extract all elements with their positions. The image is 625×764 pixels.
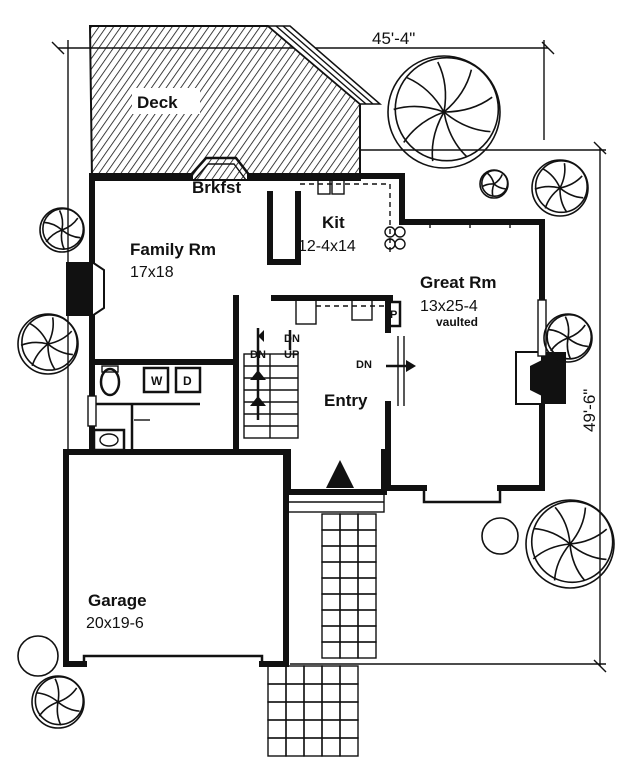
labels: Deck Brkfst Kit 12-4x14 Family Rm 17x18 … xyxy=(86,29,599,632)
dryer-label: D xyxy=(183,374,192,388)
kitchen-label: Kit xyxy=(322,213,345,232)
walk-paver xyxy=(339,683,359,703)
walk-paver xyxy=(321,529,341,547)
width-dimension: 45'-4" xyxy=(372,29,415,48)
landscape-trees xyxy=(17,55,615,729)
walk-paver xyxy=(357,593,377,611)
walk-paver xyxy=(339,625,359,643)
garage-size: 20x19-6 xyxy=(86,615,144,632)
walk-paver xyxy=(321,737,341,757)
walk-paver xyxy=(321,641,341,659)
walk-paver xyxy=(357,609,377,627)
walk-paver xyxy=(321,609,341,627)
tree xyxy=(531,159,589,217)
great-room-label: Great Rm xyxy=(420,273,497,292)
fireplaces xyxy=(66,260,566,405)
great-room-note: vaulted xyxy=(436,315,478,329)
walk-paver xyxy=(303,701,323,721)
walk-paver xyxy=(285,701,305,721)
family-room-label: Family Rm xyxy=(130,240,216,259)
walk-paver xyxy=(321,545,341,563)
walk-paver xyxy=(339,665,359,685)
walk-paver xyxy=(321,625,341,643)
walk-paver xyxy=(321,683,341,703)
walk-paver xyxy=(321,577,341,595)
walk-paver xyxy=(339,593,359,611)
tree xyxy=(525,499,615,589)
walk-paver xyxy=(267,665,287,685)
walk-paver xyxy=(321,513,341,531)
walk-paver xyxy=(339,701,359,721)
family-room-size: 17x18 xyxy=(130,264,174,281)
walk-paver xyxy=(357,529,377,547)
entry-label: Entry xyxy=(324,391,368,410)
walk-paver xyxy=(339,561,359,579)
walk-paver xyxy=(339,529,359,547)
walk-paver xyxy=(357,513,377,531)
tree xyxy=(543,313,593,363)
walk-paver xyxy=(303,719,323,739)
tree xyxy=(479,169,509,199)
walk-paver xyxy=(267,719,287,739)
walk-paver xyxy=(267,683,287,703)
walk-paver xyxy=(339,719,359,739)
tree xyxy=(31,675,85,729)
stair-up-label: UP xyxy=(284,349,299,361)
step-arrow xyxy=(386,336,416,406)
great-room-size: 13x25-4 xyxy=(420,298,478,315)
walk-paver xyxy=(303,737,323,757)
stair-dn-left-label: DN xyxy=(250,349,266,361)
breakfast-label: Brkfst xyxy=(192,178,241,197)
walk-paver xyxy=(321,593,341,611)
stair-dn-top-label: DN xyxy=(284,333,300,345)
tree xyxy=(17,313,79,375)
walls xyxy=(63,156,545,667)
walk-paver xyxy=(321,665,341,685)
kitchen-fixtures xyxy=(295,179,406,328)
walk-paver xyxy=(285,683,305,703)
tree xyxy=(481,517,519,555)
walk-paver xyxy=(357,561,377,579)
front-walk xyxy=(267,513,377,757)
walk-paver xyxy=(321,561,341,579)
walk-paver xyxy=(357,625,377,643)
walk-paver xyxy=(339,641,359,659)
walk-paver xyxy=(267,701,287,721)
walk-paver xyxy=(321,719,341,739)
laundry-bath xyxy=(92,365,202,452)
walk-paver xyxy=(339,737,359,757)
walk-paver xyxy=(285,737,305,757)
deck xyxy=(88,25,383,181)
walk-paver xyxy=(339,513,359,531)
entry-porch xyxy=(287,460,385,513)
walk-paver xyxy=(303,683,323,703)
walk-paver xyxy=(285,719,305,739)
pantry-label: P xyxy=(390,309,397,321)
deck-label: Deck xyxy=(137,93,178,112)
staircase xyxy=(243,328,299,439)
washer-label: W xyxy=(151,374,163,388)
tree xyxy=(39,207,85,253)
great-room-dn-label: DN xyxy=(356,359,372,371)
walk-paver xyxy=(339,545,359,563)
walk-paver xyxy=(321,701,341,721)
kitchen-size: 12-4x14 xyxy=(298,238,356,255)
walk-paver xyxy=(357,641,377,659)
walk-paver xyxy=(357,577,377,595)
tree xyxy=(387,55,501,169)
walk-paver xyxy=(339,577,359,595)
depth-dimension: 49'-6" xyxy=(580,389,599,432)
walk-paver xyxy=(267,737,287,757)
garage-label: Garage xyxy=(88,591,147,610)
tree xyxy=(17,635,59,677)
walk-paver xyxy=(303,665,323,685)
walk-paver xyxy=(285,665,305,685)
walk-paver xyxy=(339,609,359,627)
walk-paver xyxy=(357,545,377,563)
